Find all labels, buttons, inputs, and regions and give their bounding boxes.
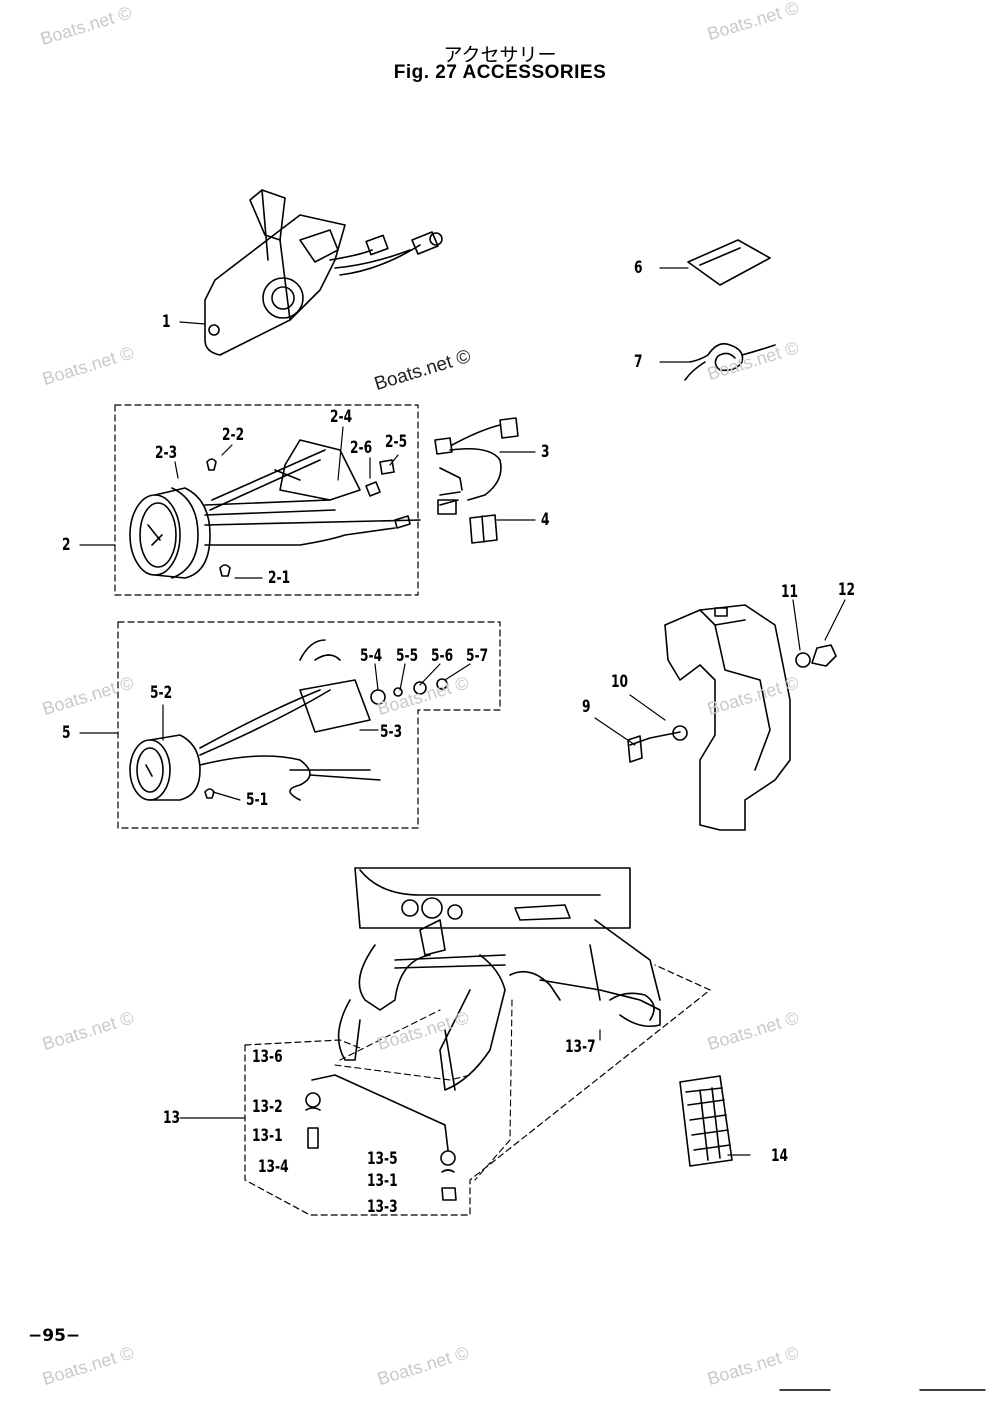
remote-control-box [204, 189, 443, 356]
callout-2-6: 2-6 [350, 438, 373, 458]
callout-7: 7 [634, 352, 643, 372]
callout-2-4: 2-4 [330, 407, 353, 427]
trim-gauge [129, 639, 448, 801]
group-13-dashed-outline [244, 964, 711, 1216]
figure-title: Fig. 27 ACCESSORIES [393, 62, 607, 83]
callout-14: 14 [771, 1146, 789, 1166]
callout-13-7: 13-7 [565, 1037, 596, 1057]
tachometer-gauge [129, 439, 421, 579]
callout-4: 4 [541, 510, 550, 530]
callout-13-1: 13-1 [367, 1171, 398, 1191]
callout-12: 12 [838, 580, 856, 600]
callout-5-7: 5-7 [466, 646, 489, 666]
group-5-dashed-box [117, 621, 501, 829]
callout-5-6: 5-6 [431, 646, 454, 666]
callout-5-3: 5-3 [380, 722, 403, 742]
outboard-clamp-assembly [305, 867, 661, 1201]
callout-13-1: 13-1 [252, 1126, 283, 1146]
group-2-dashed-box [114, 404, 419, 596]
callout-2: 2 [62, 535, 71, 555]
callout-2-2: 2-2 [222, 425, 245, 445]
group-13-guide-lines [334, 999, 513, 1181]
callout-13-2: 13-2 [252, 1097, 283, 1117]
callout-13-3: 13-3 [367, 1197, 398, 1217]
callout-13-5: 13-5 [367, 1149, 398, 1169]
callout-9: 9 [582, 697, 591, 717]
callout-5-4: 5-4 [360, 646, 383, 666]
coil-part-7 [684, 342, 776, 381]
callout-10: 10 [611, 672, 629, 692]
callout-5-1: 5-1 [246, 790, 269, 810]
callout-1: 1 [162, 312, 171, 332]
callout-13: 13 [163, 1108, 181, 1128]
callout-5: 5 [62, 723, 71, 743]
title-japanese: アクセサリー [443, 44, 557, 66]
leader-lines [79, 267, 846, 1156]
callout-6: 6 [634, 258, 643, 278]
page-number: −95− [28, 1326, 81, 1346]
callout-11: 11 [781, 582, 799, 602]
connector-part-4 [469, 514, 498, 544]
callout-13-4: 13-4 [258, 1157, 289, 1177]
callout-2-3: 2-3 [155, 443, 178, 463]
plate-part-6 [687, 239, 771, 286]
callout-13-6: 13-6 [252, 1047, 283, 1067]
callout-2-1: 2-1 [268, 568, 291, 588]
callout-3: 3 [541, 442, 550, 462]
label-decal-part-14 [679, 1075, 733, 1167]
callout-2-5: 2-5 [385, 432, 408, 452]
mounting-bracket [627, 604, 837, 831]
wiring-harness [434, 417, 519, 515]
callout-5-5: 5-5 [396, 646, 419, 666]
callout-5-2: 5-2 [150, 683, 173, 703]
